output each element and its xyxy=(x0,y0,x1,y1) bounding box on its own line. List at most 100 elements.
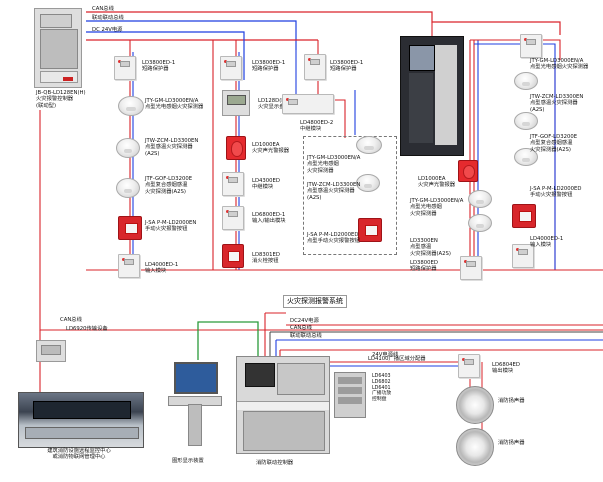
mcp-d-label: J-SA P-M-LD2000ED 手动火灾报警按钮 xyxy=(530,186,582,199)
display-screen xyxy=(227,95,246,105)
label-can-top: CAN总线 xyxy=(92,6,114,12)
right-mid-blue xyxy=(295,50,356,135)
io-module-a xyxy=(222,206,244,230)
bus-module-label: LD4800ED-2 中继模块 xyxy=(300,120,334,133)
lower-red xyxy=(264,312,603,360)
isolator-b-label: LD3800ED-1 短路保护器 xyxy=(252,60,286,73)
graphic-label: 图形显示装置 xyxy=(172,458,204,464)
loop-group-box xyxy=(303,136,397,255)
broadcast-output-module xyxy=(458,354,480,378)
rack-keypad xyxy=(409,73,433,143)
heat-c-label: LD3300EN 点型感温 火灾探测器(A2S) xyxy=(410,238,451,257)
label-linkage-r: 联动联动总线 xyxy=(290,333,322,339)
isolator-a-label: LD3800ED-1 短路保护器 xyxy=(142,60,176,73)
isolator-c xyxy=(304,54,326,80)
bus-blue-2 xyxy=(86,31,245,80)
isolator-c-label: LD3800ED-1 短路保护器 xyxy=(330,60,364,73)
lower-black xyxy=(269,331,603,360)
broadcast-ctrl-label: LD4100广播区域分配器 xyxy=(368,356,426,362)
linkage-bus-top xyxy=(86,20,297,50)
isolator-b xyxy=(220,56,242,80)
graphic-display-station xyxy=(168,360,222,448)
combo-d-label: JTF-GOF-LD3200E 点型复合感烟感温 火灾探测器(A2S) xyxy=(530,134,578,153)
input-module-d xyxy=(512,244,534,268)
input-d-label: LD4000ED-1 输入模块 xyxy=(530,236,564,249)
center-video-wall xyxy=(33,401,131,419)
combo-detector-d xyxy=(514,148,538,166)
transfer-screen xyxy=(41,345,61,355)
isolator-d xyxy=(460,256,482,280)
graphic-stand xyxy=(188,404,202,446)
panel-keypad xyxy=(40,29,78,69)
strobe-sounder-a xyxy=(226,136,246,160)
manual-call-point-a xyxy=(118,216,142,240)
label-can-r: CAN总线 xyxy=(290,325,312,331)
console-cabinet xyxy=(243,411,325,451)
label-dc24v-top: DC 24V电源 xyxy=(92,27,123,33)
center-desk xyxy=(25,427,139,439)
monitoring-center-image xyxy=(18,392,144,448)
sounder-c-label: LD1000EA 火灾声光警报器 xyxy=(418,176,456,189)
transfer-label: LD6920传输设备 xyxy=(66,326,108,332)
hydrant-button xyxy=(222,244,244,268)
amp-list-label: LD6403 LD6802 LD6401 广播功放 控制盘 xyxy=(372,374,392,403)
speaker-b xyxy=(456,428,494,466)
smoke-c-label: JTY-GM-LD3000EN/A 点型光电感烟 火灾探测器 xyxy=(410,198,464,217)
mcp-b-label: J-SA P-M-LD2000ED 点型手动火灾报警按钮 xyxy=(307,232,360,245)
smoke-d-label: JTY-GM-LD3000EN/A 点型光电感烟火灾探测器 xyxy=(530,58,589,71)
input-a-label: LD4000ED-1 输入模块 xyxy=(145,262,179,275)
main-panel-label: JB-QB-LD128EN(H) 火灾报警控制器 (联动型) xyxy=(36,90,86,109)
io-a-label: LD6800ED-1 输入/输出模块 xyxy=(252,212,286,225)
label-wire-b: 24V电源线 xyxy=(372,352,399,358)
heat-a-label: JTW-ZCM-LD3300EN 点型感温火灾探测器 (A2S) xyxy=(145,138,199,157)
isolator-d-label: LD3800ED 短路保护器 xyxy=(410,260,438,273)
manual-call-point-b xyxy=(358,218,382,242)
smoke-detector-b xyxy=(356,136,382,154)
bcast-module-label: LD6804ED 输出模块 xyxy=(492,362,520,375)
main-control-panel xyxy=(34,8,82,88)
combo-detector-a xyxy=(116,178,140,198)
strobe-sounder-c xyxy=(458,160,478,182)
console-panel xyxy=(277,363,325,395)
transfer-device xyxy=(36,340,66,362)
bus-module xyxy=(282,94,334,114)
heat-detector-a xyxy=(116,138,140,158)
rack-unit-1 xyxy=(338,377,362,384)
panel-logo xyxy=(63,77,73,81)
speaker-b-label: 消防扬声器 xyxy=(498,440,525,446)
speaker-a xyxy=(456,386,494,424)
relay-module-a xyxy=(222,172,244,196)
heat-d-label: JTW-ZCM-LD3300EN 点型感温火灾探测器 (A2S) xyxy=(530,94,584,113)
label-linkage-top: 联动联动总线 xyxy=(92,15,124,21)
rack-unit-2 xyxy=(338,387,362,394)
smoke-detector-d xyxy=(514,72,538,90)
smoke-detector-a xyxy=(118,96,144,116)
isolator-a xyxy=(114,56,136,80)
console-label: 消防联动控制器 xyxy=(256,460,294,466)
broadcast-rack xyxy=(334,372,366,418)
rack-panel-face xyxy=(435,45,457,145)
speaker-a-label: 消防扬声器 xyxy=(498,398,525,404)
smoke-b-label: JTY-GM-LD3000EN/A 点型光电感烟 火灾探测器 xyxy=(307,155,361,174)
graphic-monitor xyxy=(174,362,218,394)
green-link xyxy=(197,321,259,360)
relay-a-label: LD4300ED 中继模块 xyxy=(252,178,280,191)
heat-detector-d xyxy=(514,112,538,130)
smoke-a-label: JTY-GM-LD3000EN/A 点型光电感烟火灾探测器 xyxy=(145,98,204,111)
heat-detector-b xyxy=(356,174,380,192)
strobe-a-label: LD1000EA 火灾声光警报器 xyxy=(252,142,290,155)
heat-b-label: JTW-ZCM-LD3300EN 点型感温火灾探测器 (A2S) xyxy=(307,182,361,201)
diagram-title: 火灾探测报警系统 xyxy=(283,295,347,308)
rack-unit-3 xyxy=(338,397,362,404)
panel-screen xyxy=(40,14,72,28)
console-desk xyxy=(237,401,329,410)
manual-call-point-d xyxy=(512,204,536,228)
center-label: 建筑消防设施远程监控中心 或消防物联网管理中心 xyxy=(47,448,111,461)
rack-screen xyxy=(409,45,435,71)
label-dc24v-r: DC24V电源 xyxy=(290,318,319,324)
fire-btn-label: LD8301ED 消火栓按钮 xyxy=(252,252,280,265)
combo-a-label: JTF-GOF-LD3200E 点型复合感烟感温 火灾探测器(A2S) xyxy=(145,176,193,195)
smoke-detector-c xyxy=(468,190,492,208)
linkage-console xyxy=(236,356,330,454)
